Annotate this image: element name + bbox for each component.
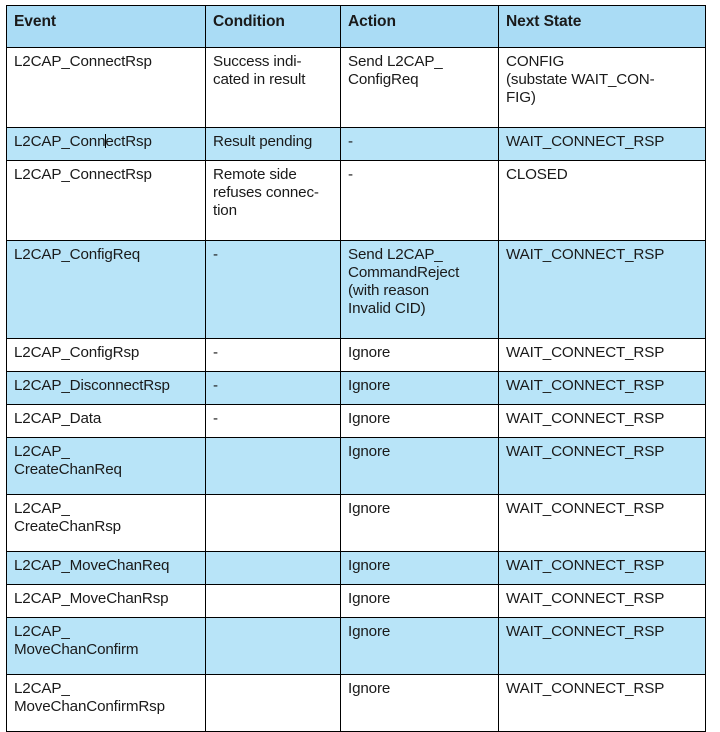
page-root: Event Condition Action Next State L2CAP_… (6, 5, 706, 732)
cell-condition[interactable] (205, 584, 341, 618)
cell-event[interactable]: L2CAP_ MoveChanConfirmRsp (6, 674, 206, 732)
cell-next-state[interactable]: WAIT_CONNECT_RSP (498, 437, 706, 495)
cell-event[interactable]: L2CAP_ConnectRsp (6, 160, 206, 241)
cell-next-state[interactable]: CONFIG (substate WAIT_CON- FIG) (498, 47, 706, 128)
cell-condition[interactable] (205, 551, 341, 585)
event-text-before-caret: L2CAP_Conn (14, 133, 106, 150)
cell-action[interactable]: Ignore (340, 338, 499, 372)
cell-condition[interactable]: - (205, 371, 341, 405)
cell-condition[interactable] (205, 437, 341, 495)
cell-condition[interactable]: Remote side refuses connec- tion (205, 160, 341, 241)
cell-next-state[interactable]: WAIT_CONNECT_RSP (498, 127, 706, 161)
cell-event[interactable]: L2CAP_ MoveChanConfirm (6, 617, 206, 675)
cell-condition[interactable]: - (205, 240, 341, 339)
cell-next-state[interactable]: WAIT_CONNECT_RSP (498, 674, 706, 732)
cell-event[interactable]: L2CAP_MoveChanRsp (6, 584, 206, 618)
column-header-action: Action (340, 5, 499, 48)
table-header-row: Event Condition Action Next State (6, 5, 706, 48)
cell-action[interactable]: Ignore (340, 494, 499, 552)
text-caret (104, 134, 107, 148)
cell-event[interactable]: L2CAP_ConnectRsp (6, 127, 206, 161)
cell-next-state[interactable]: WAIT_CONNECT_RSP (498, 338, 706, 372)
cell-event[interactable]: L2CAP_DisconnectRsp (6, 371, 206, 405)
cell-condition[interactable] (205, 617, 341, 675)
cell-condition[interactable]: - (205, 338, 341, 372)
cell-event[interactable]: L2CAP_ CreateChanRsp (6, 494, 206, 552)
cell-event[interactable]: L2CAP_ConfigReq (6, 240, 206, 339)
cell-action[interactable]: Ignore (340, 404, 499, 438)
event-text-with-caret: L2CAP_ConnectRsp (14, 133, 152, 150)
cell-next-state[interactable]: WAIT_CONNECT_RSP (498, 617, 706, 675)
column-header-next-state: Next State (498, 5, 706, 48)
cell-next-state[interactable]: CLOSED (498, 160, 706, 241)
cell-next-state[interactable]: WAIT_CONNECT_RSP (498, 240, 706, 339)
cell-action[interactable]: Ignore (340, 437, 499, 495)
cell-action[interactable]: - (340, 160, 499, 241)
cell-condition[interactable] (205, 674, 341, 732)
cell-action[interactable]: Ignore (340, 674, 499, 732)
cell-next-state[interactable]: WAIT_CONNECT_RSP (498, 584, 706, 618)
column-header-condition: Condition (205, 5, 341, 48)
cell-action[interactable]: Ignore (340, 584, 499, 618)
cell-event[interactable]: L2CAP_ CreateChanReq (6, 437, 206, 495)
cell-condition[interactable]: Success indi- cated in result (205, 47, 341, 128)
cell-action[interactable]: Send L2CAP_ CommandReject (with reason I… (340, 240, 499, 339)
cell-action[interactable]: Ignore (340, 617, 499, 675)
cell-condition[interactable]: Result pending (205, 127, 341, 161)
event-text-after-caret: ectRsp (105, 133, 152, 150)
cell-action[interactable]: Send L2CAP_ ConfigReq (340, 47, 499, 128)
cell-condition[interactable] (205, 494, 341, 552)
cell-next-state[interactable]: WAIT_CONNECT_RSP (498, 371, 706, 405)
table-header: Event Condition Action Next State (6, 5, 706, 48)
cell-next-state[interactable]: WAIT_CONNECT_RSP (498, 404, 706, 438)
cell-next-state[interactable]: WAIT_CONNECT_RSP (498, 551, 706, 585)
cell-event[interactable]: L2CAP_ConnectRsp (6, 47, 206, 128)
cell-event[interactable]: L2CAP_ConfigRsp (6, 338, 206, 372)
cell-event[interactable]: L2CAP_MoveChanReq (6, 551, 206, 585)
cell-event[interactable]: L2CAP_Data (6, 404, 206, 438)
cell-action[interactable]: Ignore (340, 551, 499, 585)
table-row: L2CAP_ConnectRsp Result pending-WAIT_CONN… (6, 127, 706, 161)
state-transition-table: Event Condition Action Next State L2CAP_… (6, 5, 706, 732)
cell-action[interactable]: Ignore (340, 371, 499, 405)
cell-next-state[interactable]: WAIT_CONNECT_RSP (498, 494, 706, 552)
cell-condition[interactable]: - (205, 404, 341, 438)
table-row: L2CAP_ConfigReq-Send L2CAP_ CommandRejec… (6, 240, 706, 339)
column-header-event: Event (6, 5, 206, 48)
cell-action[interactable]: - (340, 127, 499, 161)
